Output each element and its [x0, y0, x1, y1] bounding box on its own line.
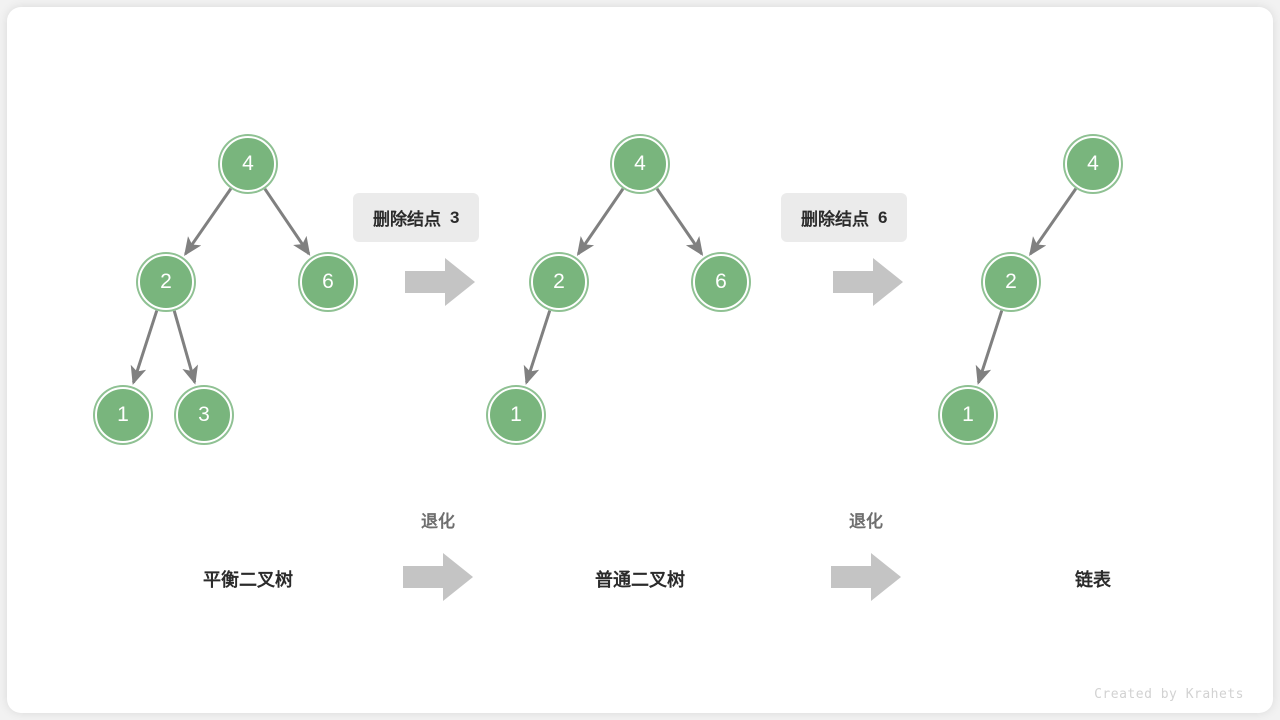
- tree-node-label: 4: [242, 152, 254, 175]
- tree-node-balanced-bst-4: 4: [220, 136, 276, 192]
- tree-node-linked-list-1: 1: [940, 387, 996, 443]
- tree-node-ordinary-bst-2: 2: [531, 254, 587, 310]
- tree-edge: [130, 310, 159, 385]
- caption-balanced-bst: 平衡二叉树: [203, 570, 293, 590]
- transition-arrow-delete-3: [405, 258, 475, 306]
- op-label-delete-3: 删除结点 3: [353, 193, 480, 242]
- tree-edge: [655, 187, 704, 256]
- degrade-arrow-2: [831, 553, 901, 601]
- transition-arrow-delete-6: [833, 258, 903, 306]
- tree-node-ordinary-bst-6: 6: [693, 254, 749, 310]
- tree-node-label: 2: [553, 270, 565, 293]
- tree-node-label: 3: [198, 403, 210, 426]
- tree-edge: [1029, 187, 1078, 257]
- tree-node-label: 6: [322, 270, 334, 293]
- watermark: Created by Krahets: [1094, 687, 1244, 702]
- degrade-label-1: 退化: [421, 512, 455, 531]
- degrade-arrow-1: [403, 553, 473, 601]
- tree-node-ordinary-bst-1: 1: [488, 387, 544, 443]
- tree-edge: [172, 310, 198, 385]
- tree-node-linked-list-4: 4: [1065, 136, 1121, 192]
- tree-node-balanced-bst-1: 1: [95, 387, 151, 443]
- tree-node-label: 6: [715, 270, 727, 293]
- tree-node-label: 1: [510, 403, 522, 426]
- caption-ordinary-bst: 普通二叉树: [595, 570, 685, 590]
- tree-node-label: 2: [1005, 270, 1017, 293]
- tree-node-label: 1: [962, 403, 974, 426]
- tree-node-balanced-bst-3: 3: [176, 387, 232, 443]
- op-label-text: 删除结点: [801, 210, 869, 229]
- tree-edge: [263, 187, 311, 256]
- figure-card: [7, 7, 1273, 713]
- tree-node-label: 4: [634, 152, 646, 175]
- op-label-value: 6: [878, 207, 888, 227]
- tree-node-balanced-bst-2: 2: [138, 254, 194, 310]
- tree-node-label: 1: [117, 403, 129, 426]
- tree-node-label: 2: [160, 270, 172, 293]
- tree-edge: [184, 187, 233, 257]
- caption-linked-list: 链表: [1075, 570, 1111, 590]
- tree-node-balanced-bst-6: 6: [300, 254, 356, 310]
- tree-edge: [523, 310, 552, 385]
- tree-edge: [576, 187, 625, 256]
- tree-node-ordinary-bst-4: 4: [612, 136, 668, 192]
- op-label-value: 3: [450, 207, 460, 227]
- degrade-label-2: 退化: [849, 512, 883, 531]
- tree-edge: [975, 310, 1004, 385]
- edge-group: [130, 187, 1078, 385]
- tree-node-linked-list-2: 2: [983, 254, 1039, 310]
- tree-node-label: 4: [1087, 152, 1099, 175]
- op-label-text: 删除结点: [373, 210, 441, 229]
- op-label-delete-6: 删除结点 6: [781, 193, 908, 242]
